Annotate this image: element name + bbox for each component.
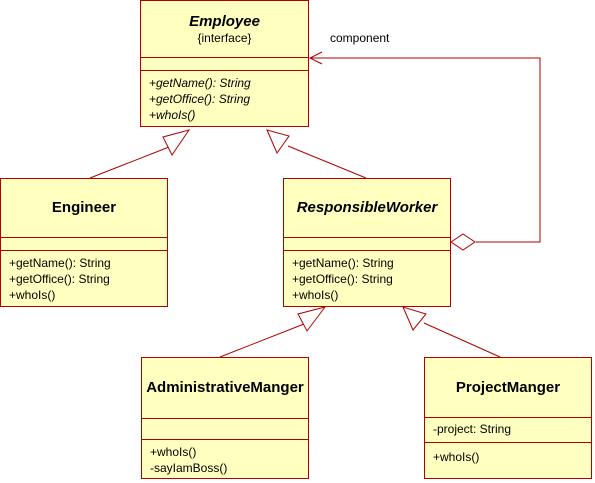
operation: +whoIs() (433, 450, 480, 464)
class-name: Employee (189, 12, 260, 30)
component-association-line (310, 57, 541, 243)
generalization-projectmanager-responsibleworker (423, 322, 501, 358)
operation: +getName(): String (292, 256, 394, 270)
operations-compartment: +getName(): String +getOffice(): String … (141, 71, 308, 127)
class-employee[interactable]: Employee {interface} +getName(): String … (140, 0, 309, 127)
class-name-compartment: Employee {interface} (141, 1, 308, 58)
generalization-arrowhead (162, 129, 191, 156)
generalization-adminmanager-responsibleworker (219, 323, 305, 358)
operations-compartment: +whoIs() (425, 443, 591, 469)
attributes-compartment (1, 238, 167, 251)
class-name-compartment: AdministrativeManger (142, 358, 308, 419)
operation: +whoIs() (150, 445, 197, 459)
class-engineer[interactable]: Engineer +getName(): String +getOffice()… (0, 178, 168, 307)
generalization-arrowhead (297, 306, 327, 332)
generalization-responsibleworker-employee (287, 145, 367, 179)
operation: +getOffice(): String (9, 272, 110, 286)
class-name-compartment: Engineer (1, 179, 167, 238)
component-role-label: component (330, 31, 390, 45)
operation: +getOffice(): String (292, 272, 393, 286)
attributes-compartment (284, 238, 450, 251)
attribute: -project: String (433, 422, 512, 436)
generalization-arrowhead (266, 129, 290, 155)
generalization-engineer-employee (89, 146, 170, 179)
operation: +getOffice(): String (149, 92, 251, 106)
class-stereotype: {interface} (197, 30, 252, 45)
class-project-manager[interactable]: ProjectManger -project: String +whoIs() (424, 357, 592, 479)
association-arrowhead (308, 51, 323, 65)
attributes-compartment (141, 58, 308, 71)
class-administrative-manager[interactable]: AdministrativeManger +whoIs() -sayIamBos… (141, 357, 309, 479)
operations-compartment: +getName(): String +getOffice(): String … (1, 251, 167, 307)
generalization-arrowhead (402, 306, 427, 331)
operation: +whoIs() (9, 288, 56, 302)
class-name: Engineer (51, 199, 117, 216)
operation: -sayIamBoss() (150, 461, 228, 475)
class-name-compartment: ResponsibleWorker (284, 179, 450, 238)
class-responsible-worker[interactable]: ResponsibleWorker +getName(): String +ge… (283, 178, 451, 307)
class-name: AdministrativeManger (146, 379, 304, 396)
class-name: ResponsibleWorker (296, 199, 438, 216)
aggregation-diamond (450, 233, 476, 251)
operation: +whoIs() (149, 108, 196, 122)
class-name: ProjectManger (455, 378, 561, 396)
operation: +getName(): String (149, 76, 251, 90)
operations-compartment: +whoIs() -sayIamBoss() (142, 440, 308, 480)
attributes-compartment: -project: String (425, 418, 591, 443)
attributes-compartment (142, 419, 308, 440)
operation: +whoIs() (292, 288, 339, 302)
operations-compartment: +getName(): String +getOffice(): String … (284, 251, 450, 307)
operation: +getName(): String (9, 256, 111, 270)
class-name-compartment: ProjectManger (425, 358, 591, 418)
